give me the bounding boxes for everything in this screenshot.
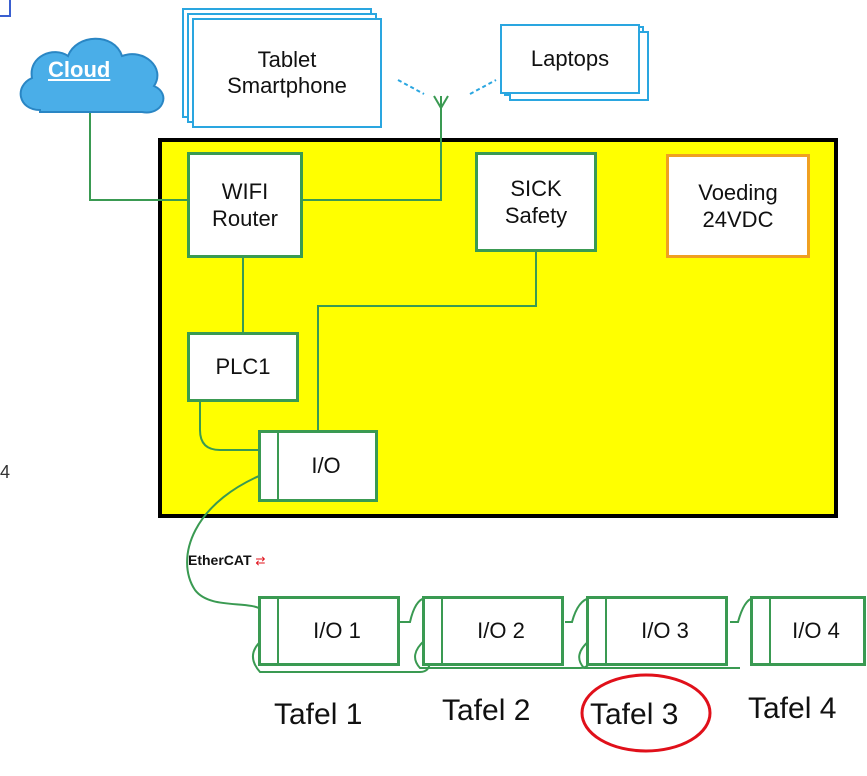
io-module-label: I/O 1	[313, 618, 361, 643]
tafel-2-label: Tafel 2	[442, 694, 531, 727]
io-module-tab	[589, 599, 607, 663]
margin-text: 4	[0, 462, 11, 482]
plc-to-io-line	[199, 402, 258, 451]
tafel-4-label: Tafel 4	[748, 692, 837, 725]
tafel-3-label: Tafel 3	[590, 698, 679, 731]
laptops-label: Laptops	[530, 45, 610, 71]
cloud-label: Cloud	[48, 57, 111, 82]
plc-label: PLC1	[215, 354, 271, 380]
wifi-router-label: WIFI Router	[211, 178, 279, 232]
cloud-to-wifi-line	[89, 110, 187, 201]
corner-frame	[0, 0, 11, 17]
sick-safety-label: SICK Safety	[504, 175, 568, 229]
wireless-arrow-tablet	[397, 79, 425, 95]
tafel-3-highlight	[580, 673, 712, 753]
ethercat-arrows-icon: ⇄	[255, 554, 266, 568]
cabinet-io-label: I/O	[311, 453, 341, 478]
tafel-1-label: Tafel 1	[274, 698, 363, 731]
ethercat-label: EtherCAT	[188, 552, 252, 568]
laptops-box: Laptops	[500, 24, 640, 94]
ethercat-logo: EtherCAT ⇄	[188, 552, 265, 568]
power-supply-label: Voeding 24VDC	[698, 179, 778, 233]
sick-safety-box: SICK Safety	[475, 152, 597, 252]
chain-return-io1	[252, 639, 431, 673]
wireless-arrow-laptops	[469, 79, 497, 95]
io-module-tab	[753, 599, 771, 663]
wifi-antenna-line	[303, 108, 442, 201]
io-module-tab	[425, 599, 443, 663]
cabinet-io-module: I/O	[258, 430, 378, 502]
io-module-tab	[261, 433, 279, 499]
cloud-icon	[19, 37, 165, 114]
io-module-2: I/O 2	[422, 596, 564, 666]
io-module-4: I/O 4	[750, 596, 866, 666]
plc-box: PLC1	[187, 332, 299, 402]
wifi-router-box: WIFI Router	[187, 152, 303, 258]
sick-to-io-line	[317, 252, 537, 430]
io-module-1: I/O 1	[258, 596, 400, 666]
power-supply-box: Voeding 24VDC	[666, 154, 810, 258]
io-module-tab	[261, 599, 279, 663]
io-module-label: I/O 2	[477, 618, 525, 643]
tablet-smartphone-box: Tablet Smartphone	[192, 18, 382, 128]
io-module-3: I/O 3	[586, 596, 728, 666]
ethercat-cable	[186, 469, 275, 611]
tablet-smartphone-label: Tablet Smartphone	[227, 46, 347, 98]
io-module-label: I/O 3	[641, 618, 689, 643]
antenna-icon	[433, 95, 449, 109]
io-module-label: I/O 4	[792, 618, 840, 643]
